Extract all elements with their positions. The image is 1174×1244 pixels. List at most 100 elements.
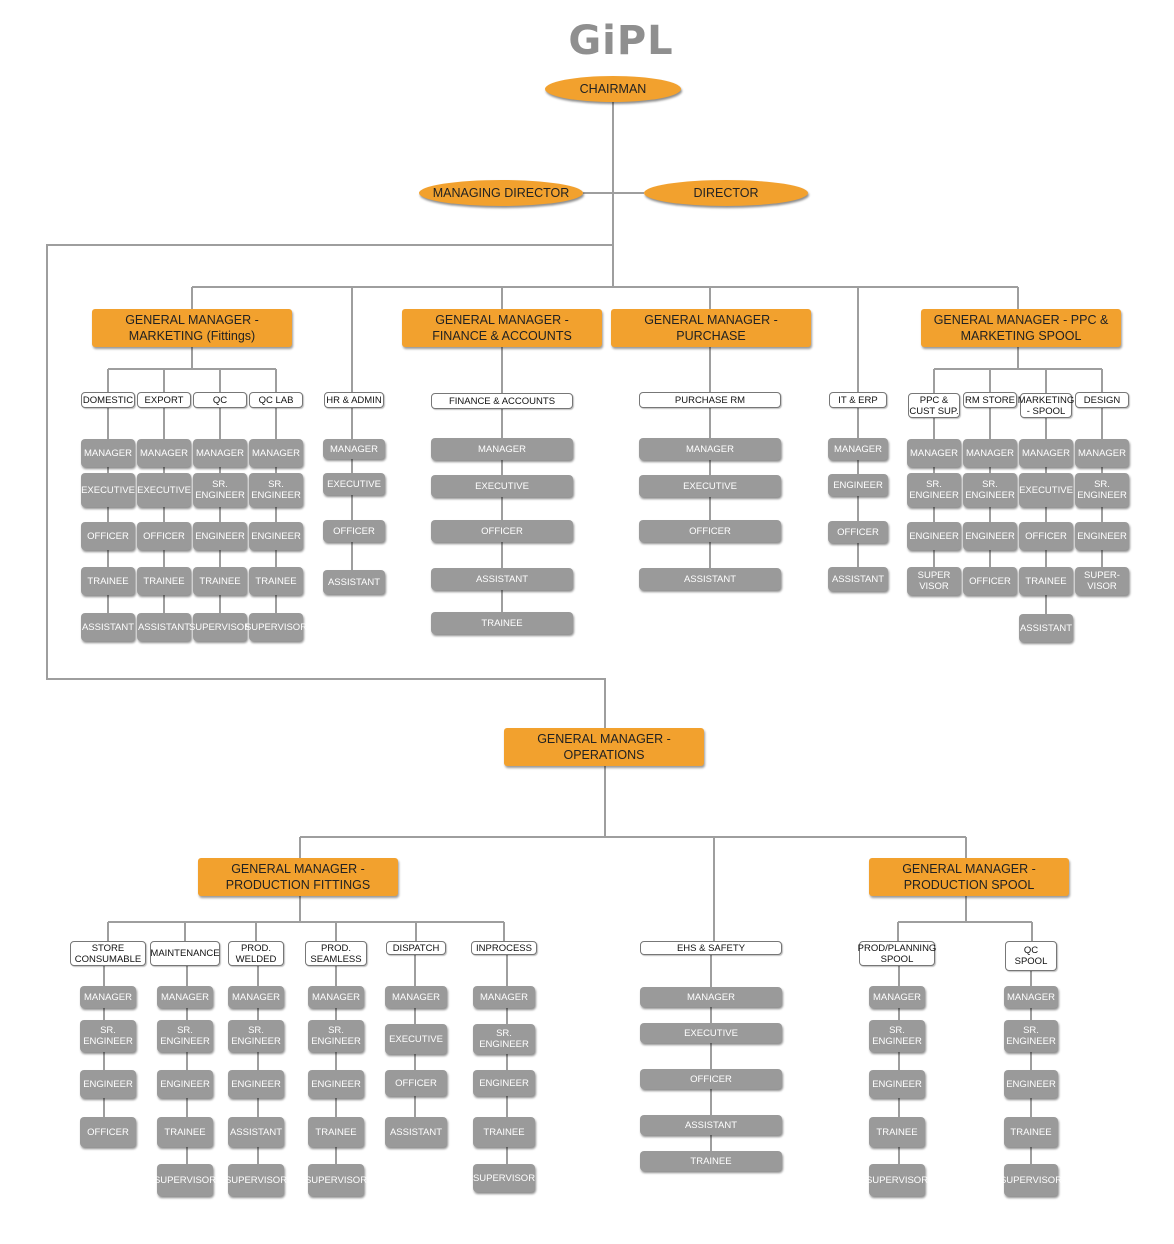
- gm-marketing-node: GENERAL MANAGER - MARKETING (Fittings): [92, 309, 292, 347]
- dept-rmstore-node: RM STORE: [963, 392, 1017, 408]
- dept-design-node: DESIGN: [1075, 392, 1129, 408]
- role-box: TRAINEE: [1019, 567, 1073, 595]
- role-box: SUPERVISOR: [866, 1164, 928, 1196]
- role-box: SUPER- VISOR: [1075, 567, 1129, 595]
- role-box: SR. ENGINEER: [1004, 1020, 1058, 1052]
- role-box: ASSISTANT: [81, 613, 135, 641]
- role-box: MANAGER: [228, 986, 284, 1008]
- role-box: OFFICER: [431, 520, 573, 542]
- role-box: OFFICER: [81, 522, 135, 550]
- role-box: TRAINEE: [308, 1117, 364, 1147]
- role-box: SR. ENGINEER: [249, 473, 303, 507]
- role-box: TRAINEE: [137, 567, 191, 595]
- role-box: SR. ENGINEER: [907, 473, 961, 507]
- role-box: MANAGER: [323, 439, 385, 459]
- role-box: ASSISTANT: [1019, 614, 1073, 642]
- role-box: ENGINEER: [869, 1070, 925, 1098]
- director-node: DIRECTOR: [644, 180, 808, 206]
- managing-director-node: MANAGING DIRECTOR: [419, 180, 583, 206]
- role-box: SUPERVISOR: [305, 1164, 367, 1196]
- role-box: OFFICER: [639, 520, 781, 542]
- role-box: TRAINEE: [431, 612, 573, 634]
- role-box: ASSISTANT: [228, 1117, 284, 1147]
- role-box: MANAGER: [308, 986, 364, 1008]
- role-box: MANAGER: [869, 986, 925, 1008]
- role-box: MANAGER: [639, 438, 781, 460]
- role-box: MANAGER: [249, 439, 303, 467]
- role-box: ENGINEER: [907, 522, 961, 550]
- role-box: OFFICER: [323, 520, 385, 542]
- dept-ppcsup-node: PPC & CUST SUP.: [908, 393, 960, 418]
- role-box: MANAGER: [193, 439, 247, 467]
- dept-welded-node: PROD. WELDED: [228, 941, 284, 966]
- role-box: MANAGER: [473, 986, 535, 1008]
- role-box: TRAINEE: [640, 1151, 782, 1171]
- role-box: MANAGER: [1075, 439, 1129, 467]
- role-box: TRAINEE: [249, 567, 303, 595]
- role-box: EXECUTIVE: [639, 475, 781, 497]
- role-box: TRAINEE: [1004, 1117, 1058, 1147]
- role-box: ASSISTANT: [639, 568, 781, 590]
- role-box: TRAINEE: [193, 567, 247, 595]
- role-box: MANAGER: [907, 439, 961, 467]
- role-box: ASSISTANT: [828, 567, 888, 591]
- role-box: OFFICER: [828, 521, 888, 543]
- gm-purchase-node: GENERAL MANAGER - PURCHASE: [611, 309, 811, 347]
- role-box: MANAGER: [385, 986, 447, 1008]
- role-box: EXECUTIVE: [640, 1023, 782, 1043]
- gipl-logo: GiPL: [568, 18, 674, 64]
- dept-store-node: STORE CONSUMABLE: [70, 941, 146, 966]
- chairman-node: CHAIRMAN: [545, 76, 681, 102]
- role-box: MANAGER: [157, 986, 213, 1008]
- role-box: SUPERVISOR: [225, 1164, 287, 1196]
- role-box: SR. ENGINEER: [473, 1024, 535, 1054]
- role-box: ENGINEER: [157, 1070, 213, 1098]
- role-box: ENGINEER: [228, 1070, 284, 1098]
- role-box: SR. ENGINEER: [1075, 473, 1129, 507]
- gm-prod-spool-node: GENERAL MANAGER - PRODUCTION SPOOL: [869, 858, 1069, 896]
- role-box: ASSISTANT: [640, 1115, 782, 1135]
- role-box: SR. ENGINEER: [80, 1020, 136, 1052]
- role-box: MANAGER: [137, 439, 191, 467]
- role-box: MANAGER: [828, 438, 888, 460]
- role-box: ENGINEER: [1075, 522, 1129, 550]
- dept-prm-node: PURCHASE RM: [639, 392, 781, 408]
- dept-qcspool-node: QC SPOOL: [1005, 941, 1057, 971]
- role-box: ENGINEER: [473, 1070, 535, 1096]
- dept-mktspool-node: MARKETING - SPOOL: [1017, 393, 1075, 418]
- role-box: TRAINEE: [81, 567, 135, 595]
- role-box: SR. ENGINEER: [157, 1020, 213, 1052]
- role-box: EXECUTIVE: [1019, 473, 1073, 507]
- role-box: ENGINEER: [249, 522, 303, 550]
- role-box: SR. ENGINEER: [193, 473, 247, 507]
- role-box: OFFICER: [385, 1070, 447, 1096]
- gm-ppc-node: GENERAL MANAGER - PPC & MARKETING SPOOL: [921, 309, 1121, 347]
- role-box: MANAGER: [81, 439, 135, 467]
- role-box: TRAINEE: [869, 1117, 925, 1147]
- gm-operations-node: GENERAL MANAGER - OPERATIONS: [504, 728, 704, 766]
- role-box: ENGINEER: [193, 522, 247, 550]
- dept-qclab-node: QC LAB: [249, 392, 303, 408]
- dept-prodplan-node: PROD/PLANNING SPOOL: [857, 941, 937, 966]
- role-box: OFFICER: [80, 1117, 136, 1147]
- dept-maint-node: MAINTENANCE: [150, 941, 220, 966]
- dept-ehs-node: EHS & SAFETY: [640, 941, 782, 955]
- dept-it-node: IT & ERP: [829, 392, 887, 408]
- role-box: TRAINEE: [157, 1117, 213, 1147]
- dept-export-node: EXPORT: [137, 392, 191, 408]
- role-box: SUPERVISOR: [1000, 1164, 1062, 1196]
- role-box: SR. ENGINEER: [308, 1020, 364, 1052]
- role-box: ASSISTANT: [431, 568, 573, 590]
- role-box: SUPERVISOR: [154, 1164, 216, 1196]
- dept-inprocess-node: INPROCESS: [471, 941, 537, 955]
- role-box: OFFICER: [1019, 522, 1073, 550]
- role-box: SUPERVISOR: [473, 1164, 535, 1192]
- role-box: ASSISTANT: [137, 613, 191, 641]
- dept-domestic-node: DOMESTIC: [81, 392, 135, 408]
- role-box: SUPERVISOR: [245, 613, 307, 641]
- role-box: SUPER VISOR: [907, 567, 961, 595]
- role-box: EXECUTIVE: [431, 475, 573, 497]
- role-box: SR. ENGINEER: [869, 1020, 925, 1052]
- role-box: MANAGER: [1019, 439, 1073, 467]
